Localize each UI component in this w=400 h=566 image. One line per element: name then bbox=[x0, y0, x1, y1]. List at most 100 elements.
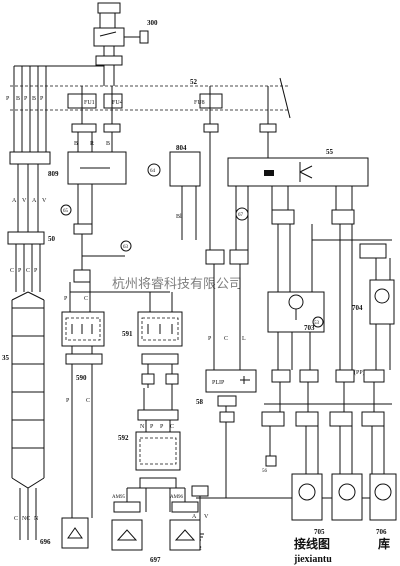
plip-receiver-58: PLIP 58 bbox=[196, 369, 257, 498]
cable-top-0: A bbox=[12, 198, 17, 204]
bottom-wire-a: A bbox=[192, 514, 197, 520]
label-696: 696 bbox=[40, 538, 51, 546]
relay-590: 590 bbox=[61, 311, 105, 518]
controller-55: 55 bbox=[209, 132, 369, 250]
ground-point-53 bbox=[312, 316, 324, 328]
connector-lower-c bbox=[329, 411, 353, 427]
label-plip: PLIP bbox=[212, 380, 225, 386]
connector-50 bbox=[7, 231, 45, 245]
bus-wire-3: B bbox=[32, 96, 36, 102]
motor-705: 705 bbox=[291, 473, 325, 536]
label-704: 704 bbox=[352, 304, 363, 312]
label-591: 591 bbox=[122, 330, 133, 338]
connector-left-top bbox=[9, 151, 51, 165]
x592-wire-1: P bbox=[150, 424, 154, 430]
ground-point-64 bbox=[147, 163, 161, 177]
ground-point-65 bbox=[60, 204, 72, 216]
bus-wire-0: P bbox=[6, 96, 10, 102]
connector-m2 bbox=[191, 485, 209, 497]
ground-point-63 bbox=[120, 240, 132, 252]
ground-56-box bbox=[265, 455, 277, 467]
x592-wire-2: P bbox=[160, 424, 164, 430]
label-590: 590 bbox=[76, 374, 87, 382]
connector-14n-a bbox=[271, 369, 291, 383]
label-804: 804 bbox=[176, 144, 187, 152]
motor-704: 704 bbox=[352, 258, 395, 370]
actuator-697-b: AM96 bbox=[169, 495, 201, 551]
plip-wire-c: C bbox=[224, 336, 228, 342]
cable-bundle-35: 35 bbox=[2, 291, 45, 489]
connector-14n-d bbox=[363, 369, 385, 383]
cable-mid-0: C bbox=[10, 268, 14, 274]
relay-591: 591 bbox=[122, 292, 183, 388]
connector-809-out bbox=[73, 223, 93, 235]
label-697: 697 bbox=[150, 556, 161, 564]
fuse-fu8 bbox=[199, 93, 223, 109]
cable-top-2: A bbox=[32, 198, 37, 204]
x590-right: C bbox=[86, 398, 90, 404]
cable-mid-3: P bbox=[34, 268, 38, 274]
watermark-site: jiexiantu bbox=[293, 554, 332, 565]
label-705: 705 bbox=[314, 528, 325, 536]
fuse-fu4-label: FU4 bbox=[112, 100, 123, 106]
connector-14n-b bbox=[299, 369, 319, 383]
label-50: 50 bbox=[48, 235, 56, 243]
connector-300-out bbox=[95, 55, 123, 66]
connector-lower-d bbox=[361, 411, 385, 427]
x590-left: P bbox=[66, 398, 70, 404]
bus-wire-2: P bbox=[24, 96, 28, 102]
connector-b1 bbox=[359, 243, 387, 259]
connector-14n bbox=[73, 269, 91, 283]
label-809: 809 bbox=[48, 170, 59, 178]
label-55: 55 bbox=[326, 148, 334, 156]
left-bus: P B P B P bbox=[6, 65, 104, 160]
connector-14n-c bbox=[335, 369, 355, 383]
connector-right-52 bbox=[259, 123, 277, 133]
relay-592: 592 bbox=[118, 388, 181, 512]
x592-wire-0: N bbox=[140, 424, 145, 430]
label-58: 58 bbox=[196, 398, 204, 406]
label-300: 300 bbox=[147, 19, 158, 27]
motor-703: 703 53 bbox=[267, 224, 325, 370]
label-706: 706 bbox=[376, 528, 387, 536]
wire-label-fu1: B bbox=[74, 141, 78, 147]
label-56: 56 bbox=[262, 469, 268, 474]
label-64: 64 bbox=[150, 169, 156, 174]
wire-label-bl: Bl bbox=[176, 214, 182, 220]
label-pp: (PP) bbox=[354, 369, 365, 376]
connector-b bbox=[229, 249, 249, 265]
x592-wire-3: C bbox=[170, 424, 174, 430]
fuse-fu4 bbox=[103, 93, 123, 109]
label-592: 592 bbox=[118, 434, 129, 442]
motor-706: 706 bbox=[369, 473, 397, 536]
cable-bot-2: N bbox=[34, 516, 39, 522]
x590-wire-p: P bbox=[64, 296, 68, 302]
cable-mid-2: C bbox=[26, 268, 30, 274]
fuse-fu1-label: FU1 bbox=[84, 100, 95, 106]
cable-bot-0: C bbox=[14, 516, 18, 522]
connector-a bbox=[205, 249, 225, 265]
watermark-tail: 库 bbox=[378, 536, 390, 551]
cable-top-1: V bbox=[22, 198, 27, 204]
actuator-697-a: AM95 bbox=[111, 495, 143, 551]
label-703: 703 bbox=[304, 324, 315, 332]
label-53: 53 bbox=[314, 321, 320, 326]
bus-wire-1: B bbox=[16, 96, 20, 102]
ground-point-67 bbox=[235, 207, 249, 221]
actuator-696: 696 bbox=[40, 517, 89, 549]
label-52: 52 bbox=[190, 78, 198, 86]
cable-top-3: V bbox=[42, 198, 47, 204]
label-am95: AM95 bbox=[112, 495, 126, 500]
cable-mid-1: P bbox=[18, 268, 22, 274]
watermark-company: 杭州将睿科技有限公司 bbox=[112, 276, 242, 291]
switch-300: 300 bbox=[93, 2, 158, 47]
wire-label-fu4: B bbox=[106, 141, 110, 147]
module-804 bbox=[169, 151, 201, 187]
connector-lower-a bbox=[261, 411, 285, 427]
fuse-box-52: 52 FU1 FU4 FU8 bbox=[10, 77, 291, 124]
motor-middle-rotor bbox=[338, 483, 356, 501]
connector-13b-left bbox=[271, 209, 295, 225]
connector-fu4 bbox=[103, 123, 121, 133]
plip-wire-l: L bbox=[242, 336, 246, 342]
